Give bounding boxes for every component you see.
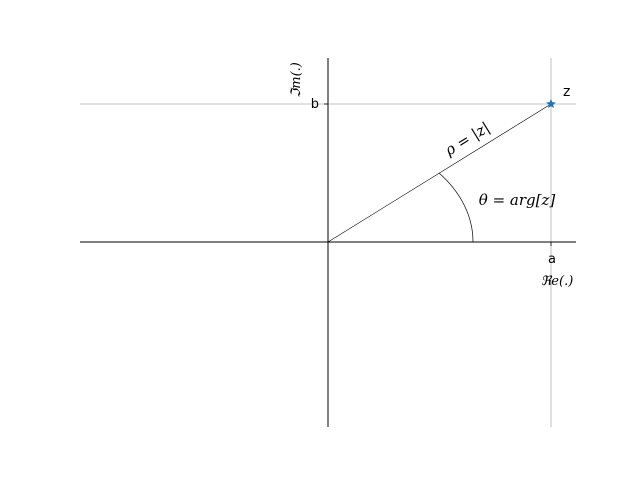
x-axis-label: ℜe(.) xyxy=(541,274,574,289)
x-tick-label: a xyxy=(548,252,556,267)
y-axis-label: ℑm(.) xyxy=(289,62,304,98)
modulus-label: ρ = |z| xyxy=(441,118,493,160)
y-tick-label: b xyxy=(311,97,319,112)
argument-arc xyxy=(438,172,474,243)
point-z-label: z xyxy=(563,84,570,100)
argument-label: θ = arg[z] xyxy=(479,191,556,209)
point-z-star-marker xyxy=(546,99,556,108)
